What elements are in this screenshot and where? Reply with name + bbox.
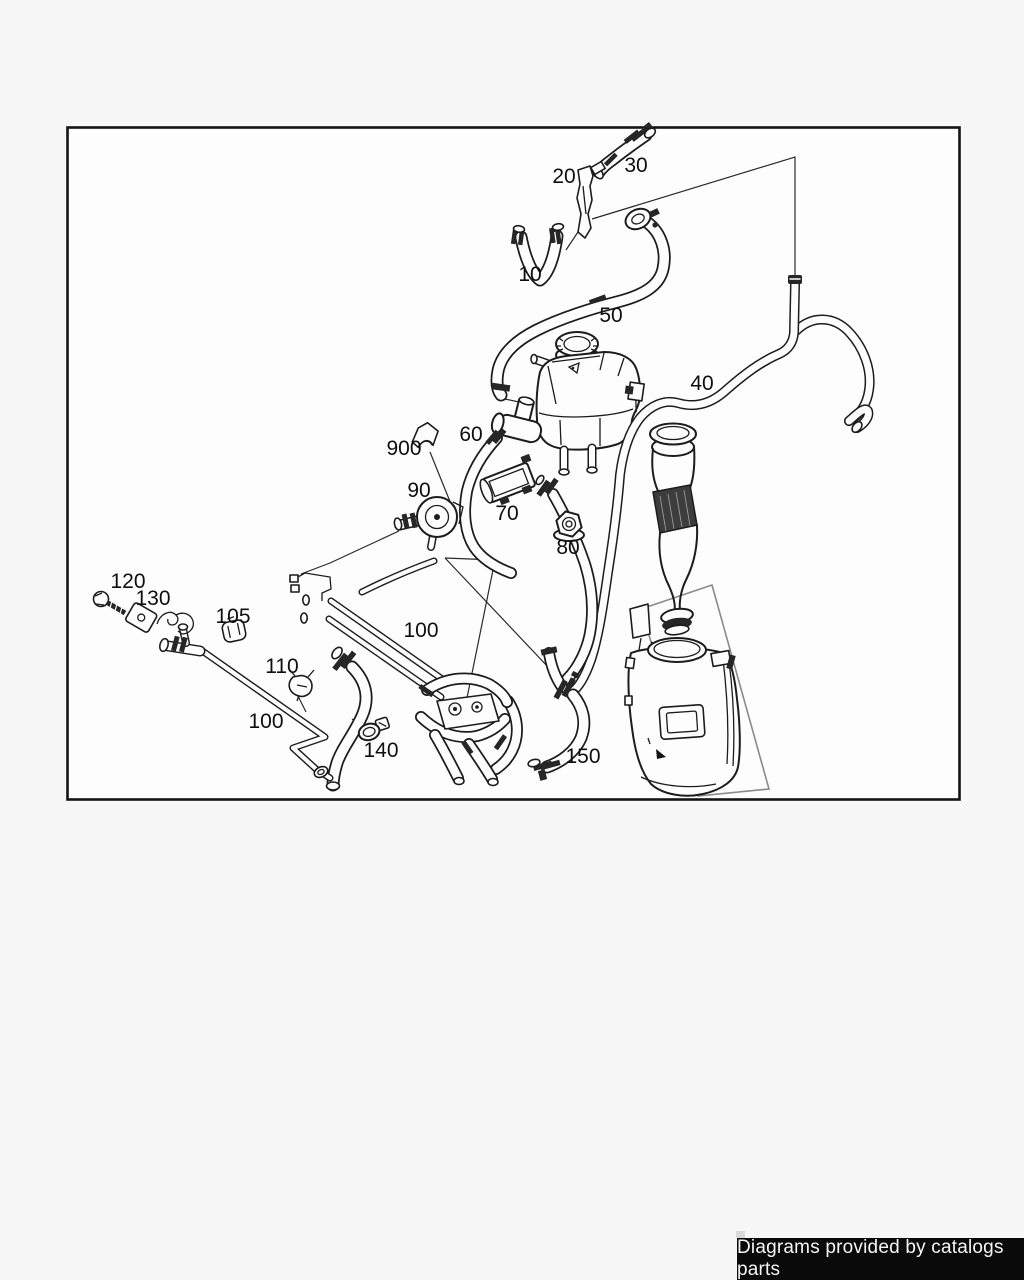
callout-10: 10 (518, 263, 541, 286)
hose-80-run (535, 474, 592, 679)
clamp-140 (357, 716, 391, 742)
aux-pump-90 (393, 496, 464, 547)
hook-bracket (156, 611, 195, 635)
watermark-text: Diagrams provided by catalogs parts (737, 1237, 1004, 1280)
connector-900 (411, 421, 439, 449)
pipe-100-left (158, 623, 330, 779)
callout-50: 50 (599, 304, 622, 327)
hose-50 (492, 207, 665, 395)
clip-105 (221, 616, 247, 643)
callout-60: 60 (459, 423, 482, 446)
callout-150: 150 (565, 745, 600, 768)
callout-80: 80 (556, 536, 579, 559)
callout-120: 120 (110, 570, 145, 593)
t-fitting (490, 396, 543, 444)
callout-labels: 10 20 30 40 50 60 70 80 90 900 100 100 1… (110, 154, 713, 768)
callout-30: 30 (624, 154, 647, 177)
callout-20: 20 (552, 165, 575, 188)
nut-80 (553, 510, 585, 542)
hose-60 (465, 428, 511, 573)
callout-130: 130 (135, 587, 170, 610)
callout-900: 900 (386, 437, 421, 460)
hose-40 (572, 275, 870, 692)
clip-110 (288, 668, 315, 702)
plate-130 (125, 602, 158, 633)
pipe-bundle-100 (289, 561, 445, 697)
reservoir-tank (624, 637, 741, 797)
expansion-tank (490, 331, 645, 476)
callout-110: 110 (265, 655, 298, 678)
bolt-120 (92, 590, 127, 616)
hose-junction (418, 678, 517, 787)
callout-90: 90 (407, 479, 430, 502)
hose-10 (510, 222, 565, 280)
callout-100-middle: 100 (403, 619, 438, 642)
bracket-20 (576, 160, 606, 239)
hose-150 (527, 646, 584, 781)
callout-40: 40 (690, 372, 713, 395)
watermark-notch (736, 1231, 745, 1238)
filler-neck (629, 422, 699, 652)
callout-140: 140 (363, 739, 398, 762)
callout-100-left: 100 (248, 710, 283, 733)
watermark-bar: Diagrams provided by catalogs parts (737, 1237, 1024, 1280)
callout-70: 70 (495, 502, 518, 525)
bracket-70 (479, 453, 536, 506)
left-hose (325, 646, 367, 790)
callout-105: 105 (215, 605, 250, 628)
